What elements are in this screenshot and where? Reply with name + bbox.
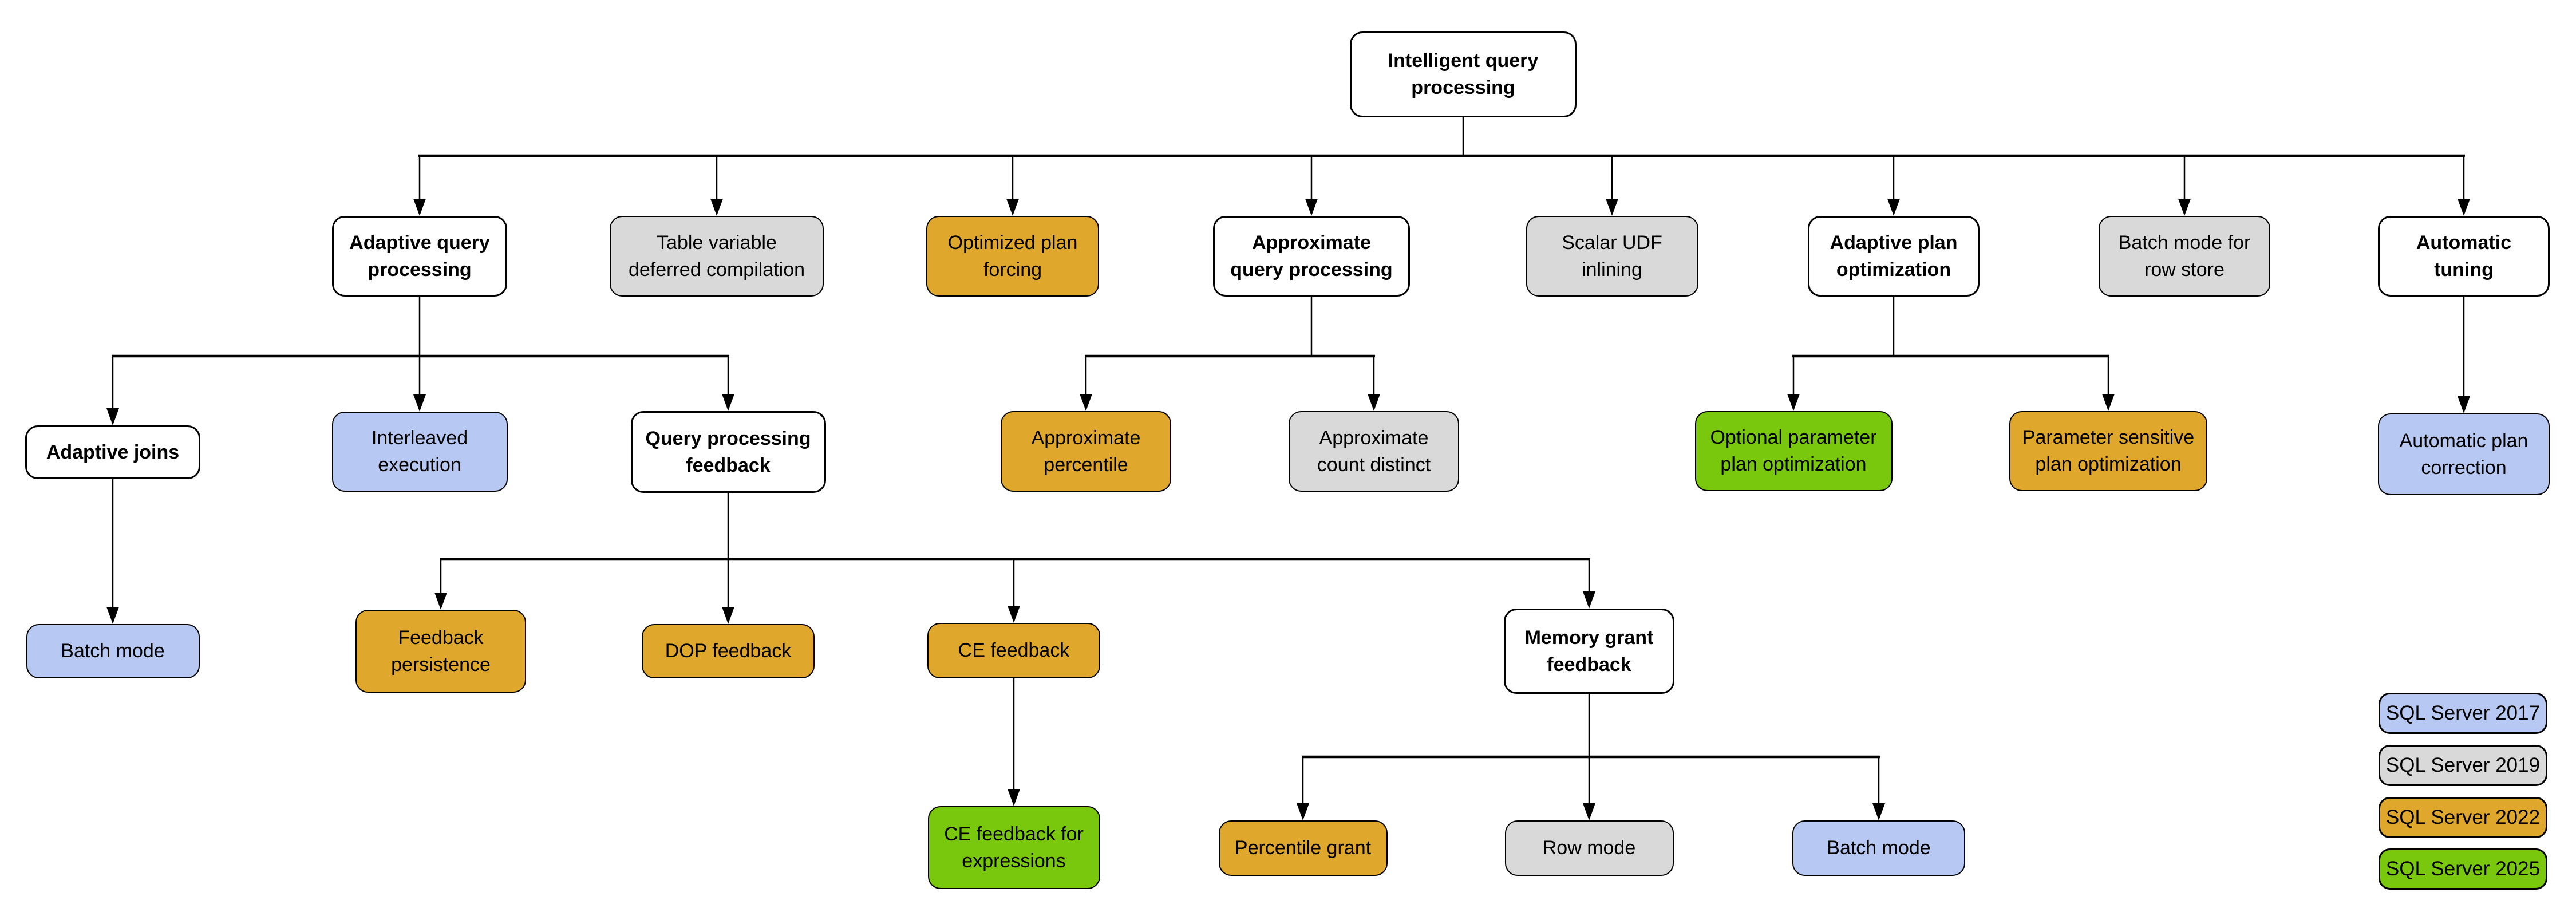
adaptive-query-processing: Adaptive query processing <box>332 216 507 297</box>
batch-mode-memory-grant-label: Batch mode <box>1827 837 1931 859</box>
adaptive-plan-optimization: Adaptive plan optimization <box>1808 216 1980 297</box>
batch-mode-adaptive-joins: Batch mode <box>26 624 200 678</box>
adaptive-plan-optimization-label: Adaptive plan optimization <box>1830 231 1958 281</box>
legend-item-sql2017: SQL Server 2017 <box>2379 693 2547 734</box>
approximate-query-processing-label: Approximate query processing <box>1230 231 1393 281</box>
row-mode: Row mode <box>1504 820 1674 876</box>
parameter-sensitive-plan-optimization: Parameter sensitive plan optimization <box>2009 411 2207 491</box>
legend-item-sql2019: SQL Server 2019 <box>2379 745 2547 786</box>
memory-grant-feedback-label: Memory grant feedback <box>1524 626 1654 676</box>
feedback-persistence: Feedback persistence <box>355 610 526 693</box>
ce-feedback-for-expressions-label: CE feedback for expressions <box>944 823 1084 872</box>
intelligent-query-processing: Intelligent query processing <box>1350 31 1577 117</box>
arrowhead-down-icon <box>722 394 734 411</box>
dop-feedback: DOP feedback <box>642 624 815 678</box>
legend-item-sql2022: SQL Server 2022 <box>2379 797 2547 838</box>
legend-item-label: SQL Server 2022 <box>2385 806 2541 828</box>
optimized-plan-forcing-label: Optimized plan forcing <box>947 231 1078 281</box>
arrowhead-down-icon <box>1305 199 1318 216</box>
row-mode-label: Row mode <box>1542 837 1636 859</box>
optimized-plan-forcing: Optimized plan forcing <box>926 216 1099 297</box>
batch-mode-for-row-store-label: Batch mode for row store <box>2118 231 2251 281</box>
adaptive-joins: Adaptive joins <box>25 425 200 479</box>
parameter-sensitive-plan-optimization-label: Parameter sensitive plan optimization <box>2022 427 2195 475</box>
percentile-grant-label: Percentile grant <box>1234 837 1372 859</box>
arrowhead-down-icon <box>106 408 119 425</box>
ce-feedback: CE feedback <box>927 623 1100 678</box>
scalar-udf-inlining: Scalar UDF inlining <box>1526 216 1698 297</box>
approximate-count-distinct-label: Approximate count distinct <box>1317 427 1431 476</box>
approximate-query-processing: Approximate query processing <box>1213 216 1410 297</box>
optional-parameter-plan-optimization: Optional parameter plan optimization <box>1694 411 1893 491</box>
arrowhead-down-icon <box>413 394 426 412</box>
legend-item-label: SQL Server 2019 <box>2385 754 2541 776</box>
ce-feedback-label: CE feedback <box>958 639 1070 661</box>
arrowhead-down-icon <box>1583 803 1595 820</box>
arrowhead-down-icon <box>710 199 723 216</box>
arrowhead-down-icon <box>1887 199 1900 216</box>
adaptive-query-processing-label: Adaptive query processing <box>349 231 490 281</box>
memory-grant-feedback: Memory grant feedback <box>1504 609 1674 694</box>
automatic-plan-correction: Automatic plan correction <box>2378 413 2550 495</box>
ce-feedback-for-expressions: CE feedback for expressions <box>927 806 1100 889</box>
arrowhead-down-icon <box>1368 394 1380 411</box>
arrowhead-down-icon <box>1583 591 1595 609</box>
arrowhead-down-icon <box>1606 199 1618 216</box>
percentile-grant: Percentile grant <box>1218 820 1388 876</box>
legend-item-label: SQL Server 2025 <box>2385 858 2541 880</box>
batch-mode-for-row-store: Batch mode for row store <box>2099 216 2270 297</box>
arrowhead-down-icon <box>1008 789 1020 806</box>
arrowhead-down-icon <box>413 199 426 216</box>
query-processing-feedback-label: Query processing feedback <box>645 427 811 476</box>
legend-item-label: SQL Server 2017 <box>2385 702 2541 724</box>
interleaved-execution-label: Interleaved execution <box>371 427 468 476</box>
adaptive-joins-label: Adaptive joins <box>46 441 180 463</box>
query-processing-feedback: Query processing feedback <box>630 411 826 493</box>
approximate-percentile: Approximate percentile <box>1001 411 1171 492</box>
automatic-tuning-label: Automatic tuning <box>2416 231 2512 281</box>
interleaved-execution: Interleaved execution <box>331 412 508 492</box>
arrowhead-down-icon <box>1080 394 1092 411</box>
arrowhead-down-icon <box>1008 606 1020 623</box>
intelligent-query-processing-label: Intelligent query processing <box>1388 50 1539 98</box>
arrowhead-down-icon <box>106 607 119 624</box>
batch-mode-memory-grant: Batch mode <box>1792 820 1965 876</box>
scalar-udf-inlining-label: Scalar UDF inlining <box>1562 231 1662 281</box>
arrowhead-down-icon <box>1787 394 1800 411</box>
arrowhead-down-icon <box>1872 803 1885 820</box>
approximate-count-distinct: Approximate count distinct <box>1289 411 1459 492</box>
table-variable-deferred-compilation: Table variable deferred compilation <box>610 216 824 297</box>
table-variable-deferred-compilation-label: Table variable deferred compilation <box>628 231 805 281</box>
feedback-persistence-label: Feedback persistence <box>391 626 491 676</box>
arrowhead-down-icon <box>722 607 734 624</box>
arrowhead-down-icon <box>434 593 447 610</box>
arrowhead-down-icon <box>2178 199 2191 216</box>
arrowhead-down-icon <box>2458 199 2470 216</box>
optional-parameter-plan-optimization-label: Optional parameter plan optimization <box>1710 427 1877 475</box>
arrowhead-down-icon <box>2102 394 2115 411</box>
dop-feedback-label: DOP feedback <box>665 640 792 662</box>
legend-item-sql2025: SQL Server 2025 <box>2379 848 2547 890</box>
approximate-percentile-label: Approximate percentile <box>1031 427 1141 476</box>
batch-mode-adaptive-joins-label: Batch mode <box>61 640 165 662</box>
automatic-plan-correction-label: Automatic plan correction <box>2399 429 2528 479</box>
arrowhead-down-icon <box>1006 199 1019 216</box>
arrowhead-down-icon <box>2458 396 2470 413</box>
automatic-tuning: Automatic tuning <box>2378 216 2550 297</box>
arrowhead-down-icon <box>1297 803 1309 820</box>
